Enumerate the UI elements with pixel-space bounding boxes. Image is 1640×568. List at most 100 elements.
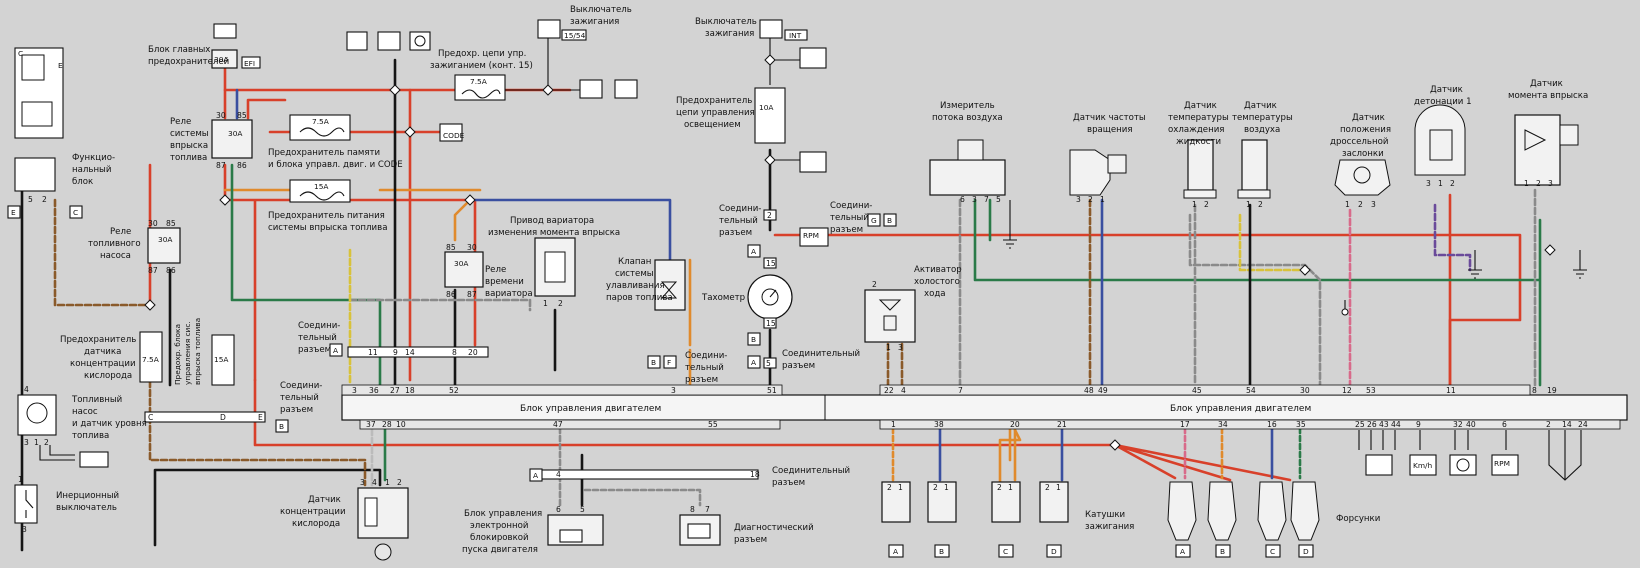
svg-text:D: D (1303, 547, 1309, 556)
wire-green-left (230, 163, 382, 387)
svg-text:14: 14 (405, 348, 415, 357)
fuse-rating: 7.5A (142, 355, 159, 364)
svg-text:87: 87 (467, 290, 477, 299)
function-block-panel: E C (14, 47, 64, 139)
svg-text:E: E (11, 208, 16, 217)
efi-label: EFI (244, 59, 255, 68)
svg-text:C: C (73, 208, 78, 217)
svg-text:2: 2 (1358, 200, 1363, 209)
svg-text:1: 1 (886, 343, 891, 352)
svg-text:4: 4 (372, 478, 377, 487)
svg-text:1: 1 (1438, 179, 1443, 188)
svg-text:30: 30 (216, 111, 226, 120)
svg-text:6: 6 (960, 195, 965, 204)
injectors: A B C D Форсунки (1167, 481, 1380, 558)
ecu-pin: 18 (405, 386, 415, 395)
ecu-pin: 28 (382, 420, 392, 429)
fuse-rating: 15A (214, 355, 228, 364)
diagnostic-laptop-icon (687, 523, 711, 539)
relay-rating: 30A (158, 235, 172, 244)
svg-text:15: 15 (766, 319, 776, 328)
code-key-icon-2 (559, 529, 583, 543)
int-label: INT (789, 31, 802, 40)
svg-text:3: 3 (1076, 195, 1081, 204)
wire-brown-o2 (148, 343, 367, 487)
svg-text:8: 8 (452, 348, 457, 357)
svg-text:1: 1 (944, 483, 949, 492)
svg-text:A: A (751, 247, 756, 256)
ecu-pin: 20 (1010, 420, 1020, 429)
speedometer-icon (1409, 454, 1437, 476)
top-icons (346, 31, 431, 96)
svg-text:9: 9 (393, 348, 398, 357)
ecu-outputs: Km/h RPM (1358, 430, 1582, 481)
fuel-level-gauge-icon (79, 451, 109, 468)
ecu-pin: 52 (449, 386, 459, 395)
dashboard-icon (346, 31, 368, 51)
svg-text:3: 3 (972, 195, 977, 204)
rpm-label: RPM (1494, 459, 1510, 468)
svg-text:4: 4 (556, 470, 561, 479)
ignition-key-icon-2 (759, 19, 783, 39)
svg-text:A: A (533, 471, 538, 480)
wire-grey-sensors (1188, 213, 1322, 387)
svg-text:11: 11 (368, 348, 378, 357)
svg-text:18: 18 (750, 470, 760, 479)
svg-text:1: 1 (1008, 483, 1013, 492)
svg-text:85: 85 (446, 243, 456, 252)
svg-text:1: 1 (543, 299, 548, 308)
svg-text:87: 87 (216, 161, 226, 170)
ecu-fuse: 15A Предохр. блокауправления сис.впрыска… (173, 318, 235, 386)
wire-black-ecu (153, 468, 382, 547)
svg-text:3: 3 (1548, 179, 1553, 188)
svg-text:1: 1 (1056, 483, 1061, 492)
ecu-pin: 40 (1466, 420, 1476, 429)
wire-blue-1 (468, 198, 672, 262)
ecu-pin: 6 (1502, 420, 1507, 429)
svg-text:2: 2 (1045, 483, 1050, 492)
svg-text:1: 1 (898, 483, 903, 492)
ecu-pin: 3 (671, 386, 676, 395)
light-icon (614, 79, 638, 99)
tachometer-signal-icon (1365, 454, 1393, 476)
fuse-rating: 10A (759, 103, 773, 112)
wire-orange-2 (453, 198, 472, 242)
svg-text:E: E (58, 61, 63, 70)
svg-text:1: 1 (1100, 195, 1105, 204)
kmh-label: Km/h (1413, 461, 1433, 470)
ecu-pin: 11 (1446, 386, 1456, 395)
relay-rating: 30A (454, 259, 468, 268)
fuse-rating: 15A (314, 182, 328, 191)
ign-15-54: 15/54 (564, 31, 586, 40)
relay-rating: 30A (228, 129, 242, 138)
fuse-rating: 7.5A (470, 77, 487, 86)
svg-text:B: B (651, 358, 656, 367)
